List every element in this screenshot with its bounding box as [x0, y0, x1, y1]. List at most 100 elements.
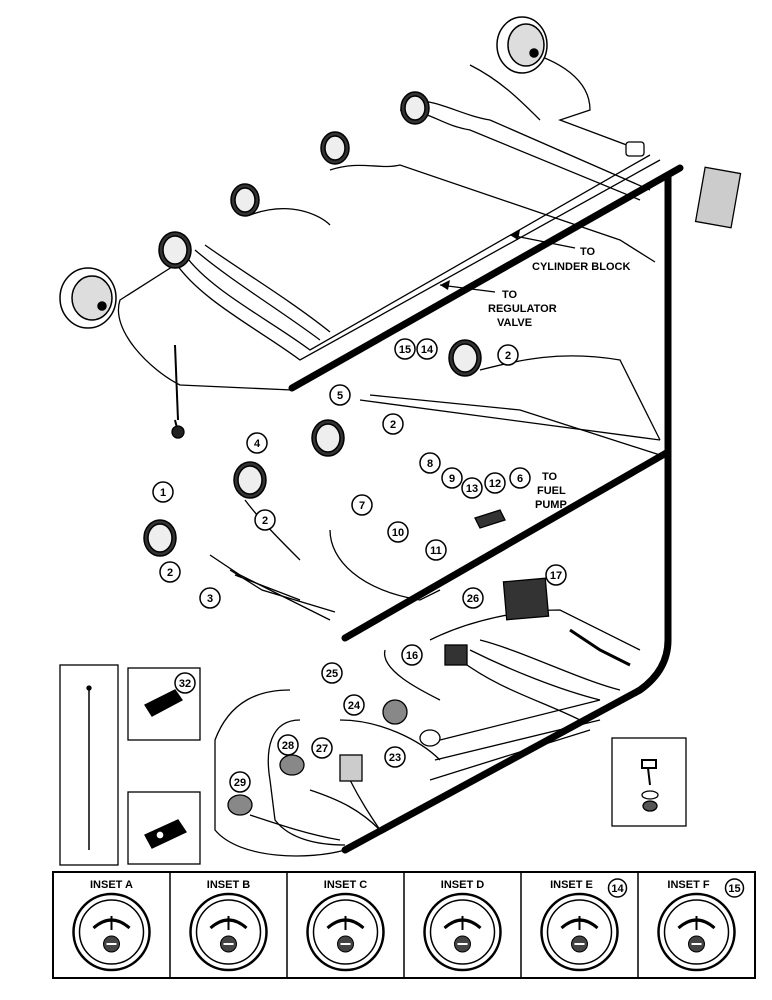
- svg-text:28: 28: [282, 740, 294, 752]
- callout-32: 32: [174, 672, 196, 694]
- callout-27: 27: [311, 737, 333, 759]
- right-plug-cluster: [569, 628, 631, 667]
- svg-text:29: 29: [234, 777, 246, 789]
- callout-11: 11: [425, 539, 447, 561]
- inset-title: INSET E: [550, 879, 593, 891]
- arrow-head-cylinder-block: [510, 230, 520, 240]
- callout-7: 7: [351, 494, 373, 516]
- callout-8: 8: [419, 452, 441, 474]
- label-fuel-line3: PUMP: [535, 499, 567, 511]
- label-fuel-pump: TO FUEL PUMP: [535, 471, 567, 511]
- svg-text:24: 24: [348, 700, 361, 712]
- inset-title: INSET C: [324, 879, 367, 891]
- svg-text:3: 3: [207, 593, 213, 605]
- inset-c: INSET C: [286, 872, 385, 978]
- svg-text:9: 9: [449, 473, 455, 485]
- gauge-4: [233, 461, 267, 499]
- svg-text:14: 14: [421, 344, 434, 356]
- svg-text:2: 2: [262, 515, 268, 527]
- svg-text:8: 8: [427, 458, 433, 470]
- svg-text:11: 11: [430, 545, 442, 557]
- callout-16: 16: [401, 644, 423, 666]
- part-17-block: [502, 577, 550, 621]
- gauge-row2: [400, 91, 430, 125]
- sensor-lead: [174, 344, 179, 433]
- part-28: [279, 754, 305, 776]
- detail-boxes: [59, 664, 687, 866]
- callout-5: 5: [329, 384, 351, 406]
- callout-15: 15: [394, 338, 416, 360]
- inset-title: INSET B: [207, 879, 250, 891]
- svg-text:15: 15: [728, 883, 740, 895]
- arrow-head-regulator: [440, 280, 450, 290]
- gauge-top: [496, 16, 548, 74]
- svg-text:16: 16: [406, 650, 418, 662]
- callout-2-1: 2: [497, 344, 519, 366]
- svg-text:7: 7: [359, 500, 365, 512]
- part-27-box: [339, 754, 363, 782]
- svg-text:15: 15: [399, 344, 411, 356]
- svg-text:4: 4: [254, 438, 261, 450]
- part-16-switch: [444, 644, 468, 666]
- detail-box-bolt: [611, 737, 687, 827]
- harness-upper-trunk: [288, 164, 684, 392]
- callout-3: 3: [199, 587, 221, 609]
- connector-block-right: [694, 166, 742, 229]
- svg-text:2: 2: [390, 419, 396, 431]
- label-regulator-line1: TO: [502, 289, 518, 301]
- callout-2-3: 2: [254, 509, 276, 531]
- svg-text:32: 32: [179, 678, 191, 690]
- harness-right-vertical: [341, 171, 672, 854]
- arrow-regulator: [439, 284, 496, 293]
- svg-text:17: 17: [550, 570, 562, 582]
- callout-10: 10: [387, 521, 409, 543]
- gauge-row4: [230, 183, 260, 217]
- main-harness: [117, 49, 684, 857]
- svg-text:25: 25: [326, 668, 338, 680]
- sensor-tip: [171, 425, 185, 439]
- gauge-row5: [158, 231, 192, 269]
- gauge-large-left: [59, 267, 117, 329]
- callout-12: 12: [484, 472, 506, 494]
- fuel-pump-connector: [474, 509, 506, 529]
- svg-text:26: 26: [467, 593, 479, 605]
- callout-9: 9: [441, 467, 463, 489]
- callout-24: 24: [343, 694, 365, 716]
- svg-text:2: 2: [167, 567, 173, 579]
- part-24-switch: [382, 699, 408, 725]
- inset-title: INSET A: [90, 879, 133, 891]
- detail-box-tie-strap: [59, 664, 119, 866]
- callout-25: 25: [321, 662, 343, 684]
- callout-23: 23: [384, 746, 406, 768]
- detail-box-clip: [127, 791, 201, 865]
- svg-text:27: 27: [316, 743, 328, 755]
- svg-text:6: 6: [517, 473, 523, 485]
- gauge-14-15: [448, 339, 482, 377]
- svg-text:2: 2: [505, 350, 511, 362]
- callout-2-2: 2: [382, 413, 404, 435]
- callout-4: 4: [246, 432, 268, 454]
- svg-text:13: 13: [466, 483, 478, 495]
- callout-layer: 1222234567891011121314151617232425262728…: [152, 338, 567, 793]
- inset-callout-14: 14: [607, 878, 628, 898]
- label-fuel-line1: TO: [542, 471, 558, 483]
- connector-plug-right: [625, 141, 645, 157]
- svg-text:1: 1: [160, 487, 166, 499]
- gauge-1: [143, 519, 177, 557]
- gauge-5: [311, 419, 345, 457]
- label-fuel-line2: FUEL: [537, 485, 566, 497]
- callout-1: 1: [152, 481, 174, 503]
- callout-2-4: 2: [159, 561, 181, 583]
- label-cylinder-block: TO CYLINDER BLOCK: [532, 246, 630, 273]
- callout-26: 26: [462, 587, 484, 609]
- label-cylinder-block-line1: TO: [580, 246, 596, 258]
- label-regulator-valve: TO REGULATOR VALVE: [488, 289, 557, 329]
- inset-d: INSET D: [403, 872, 502, 978]
- part-23: [419, 729, 441, 747]
- harness-middle-trunk: [341, 448, 672, 642]
- part-29: [227, 794, 253, 816]
- detail-box-32: [127, 667, 201, 741]
- callout-6: 6: [509, 467, 531, 489]
